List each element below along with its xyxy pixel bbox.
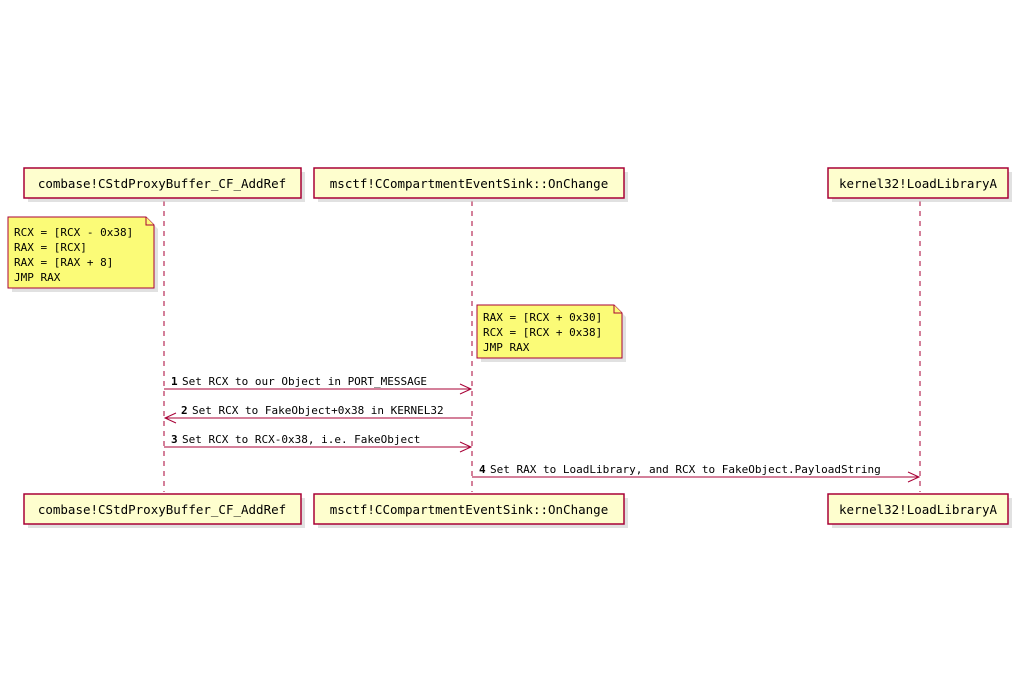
note-2-line-1: RAX = [RCX + 0x30] — [483, 311, 602, 324]
note-1-line-3: RAX = [RAX + 8] — [14, 256, 113, 269]
participant-label-bottom-p1: combase!CStdProxyBuffer_CF_AddRef — [38, 502, 286, 517]
participant-top-p1[interactable]: combase!CStdProxyBuffer_CF_AddRef — [23, 167, 305, 202]
note-1-line-2: RAX = [RCX] — [14, 241, 87, 254]
message-4: 4 Set RAX to LoadLibrary, and RCX to Fak… — [472, 463, 921, 483]
note-2: RAX = [RCX + 0x30] RCX = [RCX + 0x38] JM… — [476, 304, 626, 362]
message-2-text: Set RCX to FakeObject+0x38 in KERNEL32 — [192, 404, 444, 417]
message-1: 1 Set RCX to our Object in PORT_MESSAGE — [164, 375, 473, 395]
participant-label-bottom-p2: msctf!CCompartmentEventSink::OnChange — [330, 502, 608, 517]
message-2-arrowhead — [163, 412, 177, 424]
participant-label-p2: msctf!CCompartmentEventSink::OnChange — [330, 176, 608, 191]
message-4-text: Set RAX to LoadLibrary, and RCX to FakeO… — [490, 463, 881, 476]
message-4-arrowhead — [907, 471, 921, 483]
message-3-number: 3 — [171, 433, 178, 446]
note-1-line-4: JMP RAX — [14, 271, 61, 284]
message-4-number: 4 — [479, 463, 486, 476]
participant-top-p2[interactable]: msctf!CCompartmentEventSink::OnChange — [313, 167, 628, 202]
message-1-text: Set RCX to our Object in PORT_MESSAGE — [182, 375, 427, 388]
participant-label-p1: combase!CStdProxyBuffer_CF_AddRef — [38, 176, 286, 191]
participant-label-p3: kernel32!LoadLibraryA — [839, 176, 998, 191]
note-1: RCX = [RCX - 0x38] RAX = [RCX] RAX = [RA… — [7, 216, 158, 292]
participant-bottom-p1[interactable]: combase!CStdProxyBuffer_CF_AddRef — [23, 493, 305, 528]
message-3: 3 Set RCX to RCX-0x38, i.e. FakeObject — [164, 433, 473, 453]
message-3-arrowhead — [459, 441, 473, 453]
participant-label-bottom-p3: kernel32!LoadLibraryA — [839, 502, 998, 517]
message-1-arrowhead — [459, 383, 473, 395]
note-2-line-3: JMP RAX — [483, 341, 530, 354]
note-1-line-1: RCX = [RCX - 0x38] — [14, 226, 133, 239]
message-2-number: 2 — [181, 404, 188, 417]
participant-bottom-p3[interactable]: kernel32!LoadLibraryA — [827, 493, 1012, 528]
message-2: 2 Set RCX to FakeObject+0x38 in KERNEL32 — [163, 404, 472, 424]
note-2-line-2: RCX = [RCX + 0x38] — [483, 326, 602, 339]
participant-top-p3[interactable]: kernel32!LoadLibraryA — [827, 167, 1012, 202]
message-3-text: Set RCX to RCX-0x38, i.e. FakeObject — [182, 433, 420, 446]
participant-bottom-p2[interactable]: msctf!CCompartmentEventSink::OnChange — [313, 493, 628, 528]
message-1-number: 1 — [171, 375, 178, 388]
